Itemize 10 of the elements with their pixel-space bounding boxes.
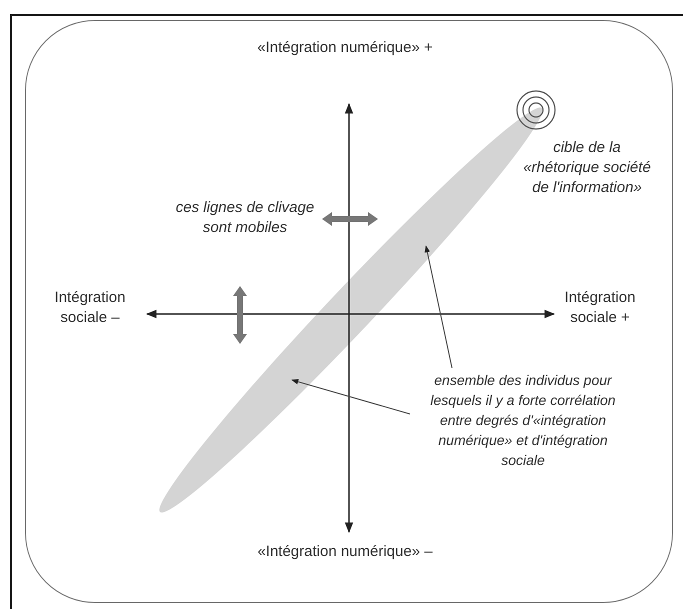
leader-line [424, 245, 452, 368]
axis-label: «Intégration numérique» – [256, 542, 434, 562]
note-text: ces lignes de clivage sont mobiles [174, 198, 316, 238]
axis-label: Intégration sociale + [564, 288, 636, 328]
axis-label: «Intégration numérique» + [256, 38, 434, 58]
leader-line [291, 379, 410, 414]
axis-label: Intégration sociale – [54, 288, 126, 328]
target-icon [516, 90, 556, 130]
note-text: cible de la «rhétorique société de l'information» [522, 138, 652, 198]
annotation-text: ensemble des individus pour lesquels il y a forte corrélation entre degrés d'«intégration numérique» et d'intégration sociale [429, 371, 617, 470]
